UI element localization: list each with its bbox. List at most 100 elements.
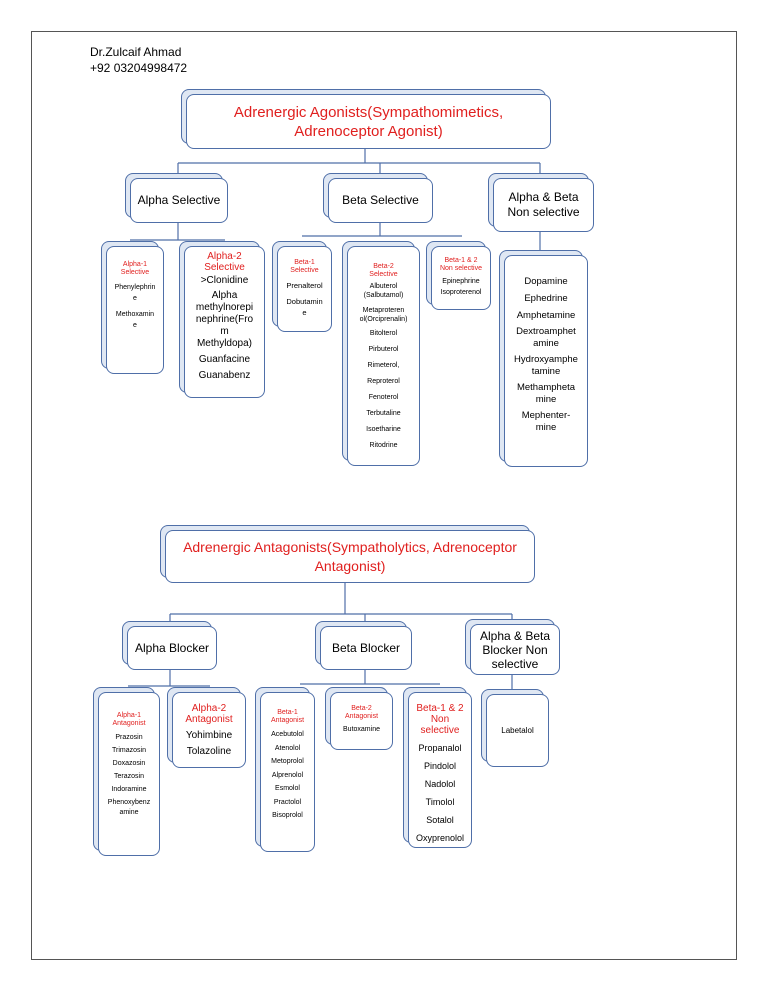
beta1-selective-title-line1: Beta-1 (294, 259, 315, 266)
list-item: Alprenolol (271, 771, 304, 779)
beta12-antagonist-title-line1: Beta-1 & 2 (416, 703, 464, 714)
alpha-blocker-box: Alpha Blocker (127, 626, 217, 670)
list-item: Doxazosin (112, 760, 146, 767)
alpha-selective-box: Alpha Selective (130, 178, 228, 223)
beta12-nonselective-title-line1: Beta-1 & 2 (444, 257, 478, 264)
list-item: Rimeterol, (367, 362, 400, 369)
list-item: Terazosin (114, 773, 144, 780)
alpha-beta-blocker-label-line2: Blocker Non (482, 642, 548, 657)
list-item: Prenalterol (286, 281, 323, 290)
list-item: Hydroxyamphe (514, 354, 578, 365)
beta12-nonselective-title-line2: Non selective (439, 265, 483, 272)
list-item: tamine (531, 366, 561, 377)
agonists-root-box: Adrenergic Agonists(Sympathomimetics, Ad… (186, 94, 551, 149)
list-item: Labetalol (501, 725, 534, 735)
list-item: Sotalol (426, 815, 454, 825)
list-item: Epinephrine (442, 278, 480, 285)
list-item: Practolol (273, 798, 302, 806)
list-item: Alpha (211, 290, 238, 301)
alpha2-selective-title-line2: Selective (204, 262, 245, 273)
list-item: Mephenter- (521, 410, 571, 421)
list-item: Metoprolol (271, 758, 304, 765)
list-item: mine (535, 394, 557, 405)
list-item: Butoxamine (343, 726, 380, 733)
list-item: m (220, 326, 229, 337)
beta2-selective-title-line1: Beta-2 (373, 263, 394, 270)
antagonists-root-box: Adrenergic Antagonists(Sympatholytics, A… (165, 530, 535, 583)
list-item: amine (533, 338, 559, 349)
beta1-selective-box: Beta-1 Selective Prenalterol Dobutamin e (277, 246, 332, 332)
list-item: Albuterol (369, 283, 398, 290)
list-item: Nadolol (424, 779, 456, 789)
list-item: Guanabenz (198, 370, 251, 381)
beta12-antagonist-box: Beta-1 & 2 Non selective Propanalol Pind… (408, 692, 472, 848)
list-item: Yohimbine (185, 730, 233, 741)
list-item: Metaproteren (362, 307, 405, 314)
list-item: Pindolol (423, 761, 457, 771)
list-item: Isoetharine (366, 426, 401, 433)
list-item: Atenolol (274, 744, 301, 752)
list-item: e (133, 322, 137, 329)
list-item: ol(Orciprenalin) (359, 316, 408, 323)
author-info: Dr.Zulcaif Ahmad +92 03204998472 (90, 44, 187, 76)
list-item: Fenoterol (368, 394, 399, 401)
beta12-antagonist-title-line2: Non (430, 714, 450, 725)
alpha2-antagonist-box: Alpha-2 Antagonist Yohimbine Tolazoline (172, 692, 246, 768)
beta-blocker-box: Beta Blocker (320, 626, 412, 670)
beta2-antagonist-title-line2: Antagonist (344, 713, 379, 720)
list-item: Reproterol (367, 378, 400, 385)
alpha-beta-blocker-list-box: Labetalol (486, 694, 549, 767)
alpha2-antagonist-title-line1: Alpha-2 (191, 703, 227, 714)
alpha1-antagonist-title-line2: Antagonist (112, 720, 146, 727)
beta1-antagonist-title-line2: Antagonist (270, 717, 305, 724)
list-item: Indoramine (111, 786, 147, 793)
beta12-antagonist-title-line3: selective (420, 725, 460, 736)
list-item: Timolol (425, 797, 455, 807)
list-item: Acebutolol (271, 731, 304, 738)
list-item: Pirbuterol (368, 346, 399, 353)
author-phone: +92 03204998472 (90, 61, 188, 75)
list-item: e (302, 308, 307, 317)
list-item: Amphetamine (516, 310, 576, 321)
alpha-beta-blocker-label-line1: Alpha & Beta (479, 628, 551, 643)
alpha-beta-label-line1: Alpha & Beta (508, 190, 579, 204)
alpha-beta-blocker-box: Alpha & Beta Blocker Non selective (470, 624, 560, 675)
list-item: amine (119, 809, 139, 816)
list-item: Phenylephrin (114, 284, 156, 291)
page-border (31, 31, 737, 960)
beta2-selective-title-line2: Selective (369, 271, 398, 278)
list-item: Tolazoline (186, 746, 232, 757)
beta-blocker-label: Beta Blocker (331, 640, 401, 655)
list-item: Guanfacine (198, 354, 251, 365)
list-item: Propanalol (418, 743, 462, 753)
alpha-beta-nonselective-box: Alpha & Beta Non selective (493, 178, 594, 232)
author-name: Dr.Zulcaif Ahmad (90, 45, 182, 59)
list-item: Phenoxybenz (107, 799, 151, 806)
beta-selective-box: Beta Selective (328, 178, 433, 223)
alpha-beta-agonist-list-box: Dopamine Ephedrine Amphetamine Dextroamp… (504, 255, 588, 467)
list-item: Bisoprolol (272, 812, 303, 819)
list-item: Prazosin (115, 734, 143, 741)
list-item: Dextroamphet (516, 326, 576, 337)
list-item: Isoproterenol (440, 289, 482, 296)
alpha-beta-label-line2: Non selective (507, 205, 580, 219)
alpha1-selective-title-line2: Selective (120, 269, 150, 276)
list-item: Dopamine (524, 276, 568, 287)
alpha1-antagonist-title-line1: Alpha-1 (116, 712, 142, 719)
list-item: Ritodrine (369, 442, 398, 449)
beta2-antagonist-title-line1: Beta-2 (351, 705, 372, 712)
list-item: nephrine(Fro (195, 314, 254, 325)
beta12-nonselective-box: Beta-1 & 2 Non selective Epinephrine Iso… (431, 246, 491, 310)
antagonists-title-line1: Adrenergic Antagonists(Sympatholytics, A… (183, 538, 517, 555)
beta2-antagonist-box: Beta-2 Antagonist Butoxamine (330, 692, 393, 750)
alpha2-selective-title-line1: Alpha-2 (207, 251, 242, 262)
beta1-selective-title-line2: Selective (290, 267, 319, 274)
list-item: >Clonidine (200, 275, 249, 286)
list-item: Trimazosin (112, 747, 146, 754)
alpha-beta-blocker-label-line3: selective (491, 656, 539, 671)
list-item: Bitolterol (369, 330, 398, 337)
beta2-selective-box: Beta-2 Selective Albuterol (Salbutamol) … (347, 246, 420, 466)
beta1-antagonist-title-line1: Beta-1 (277, 709, 298, 716)
antagonists-title-line2: Antagonist) (314, 557, 386, 574)
